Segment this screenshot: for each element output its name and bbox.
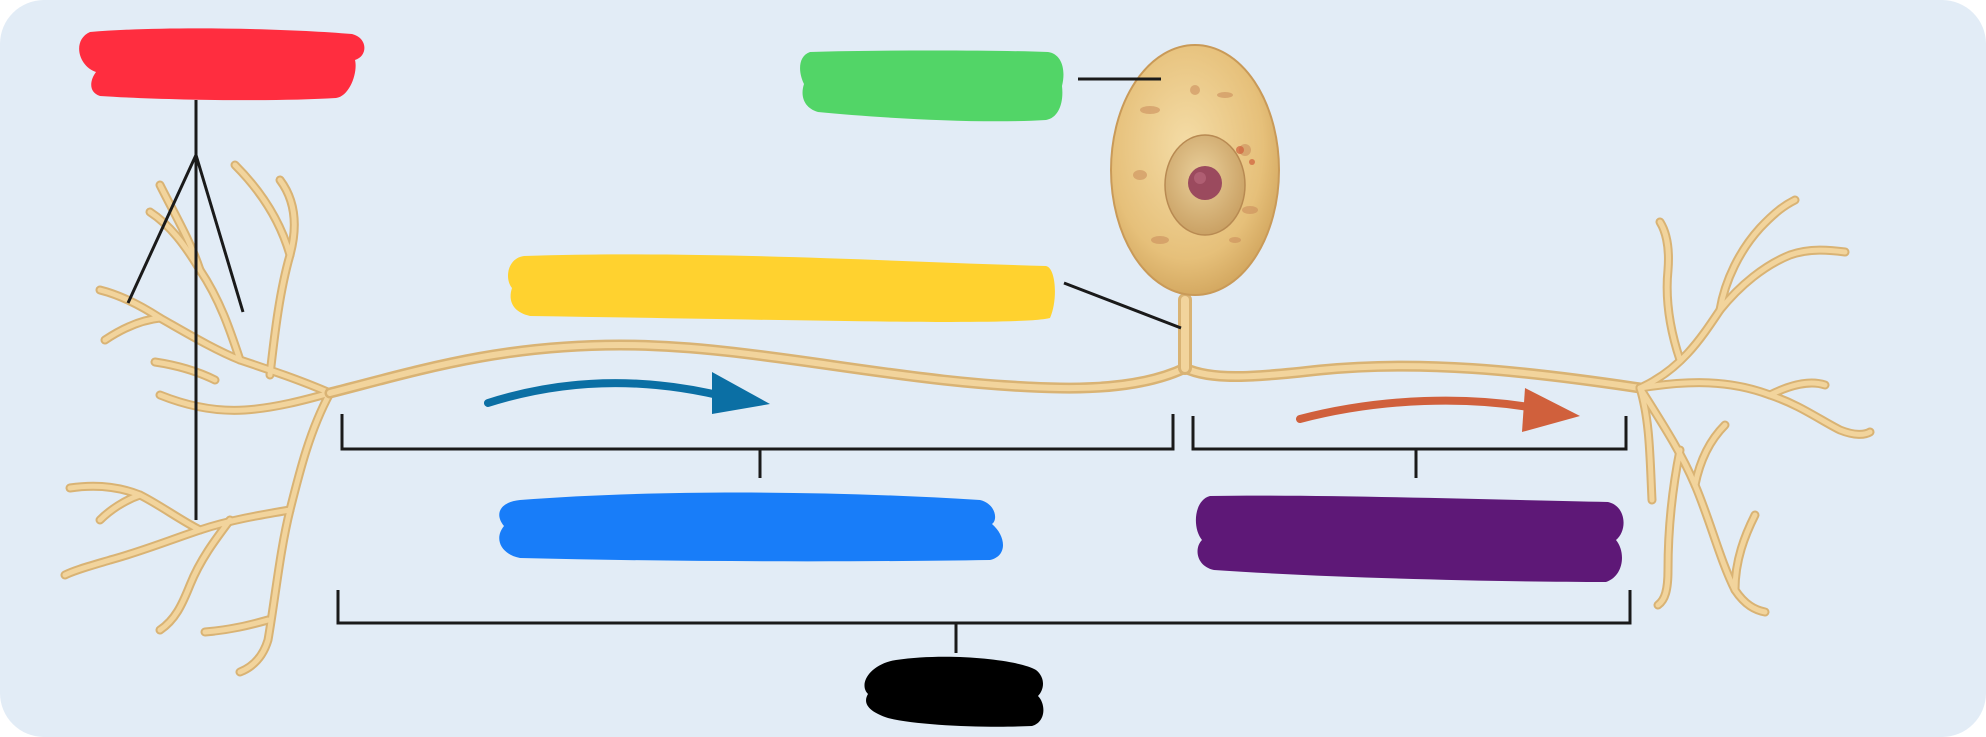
- label-black: [864, 656, 1044, 727]
- signal-arrow-left: [484, 372, 770, 414]
- label-red: [79, 28, 365, 101]
- cell-body: [1110, 44, 1280, 296]
- dendrites-left: [60, 160, 335, 677]
- nucleolus: [1188, 166, 1222, 200]
- axon: [324, 293, 1646, 399]
- axon-terminals-right: [1635, 195, 1875, 617]
- signal-arrow-right: [1296, 388, 1580, 432]
- label-purple: [1195, 495, 1624, 582]
- label-blue: [499, 492, 1003, 562]
- label-yellow: [508, 254, 1055, 322]
- leader-lines: [126, 77, 1632, 653]
- label-green: [800, 50, 1064, 122]
- neuron: [60, 44, 1875, 677]
